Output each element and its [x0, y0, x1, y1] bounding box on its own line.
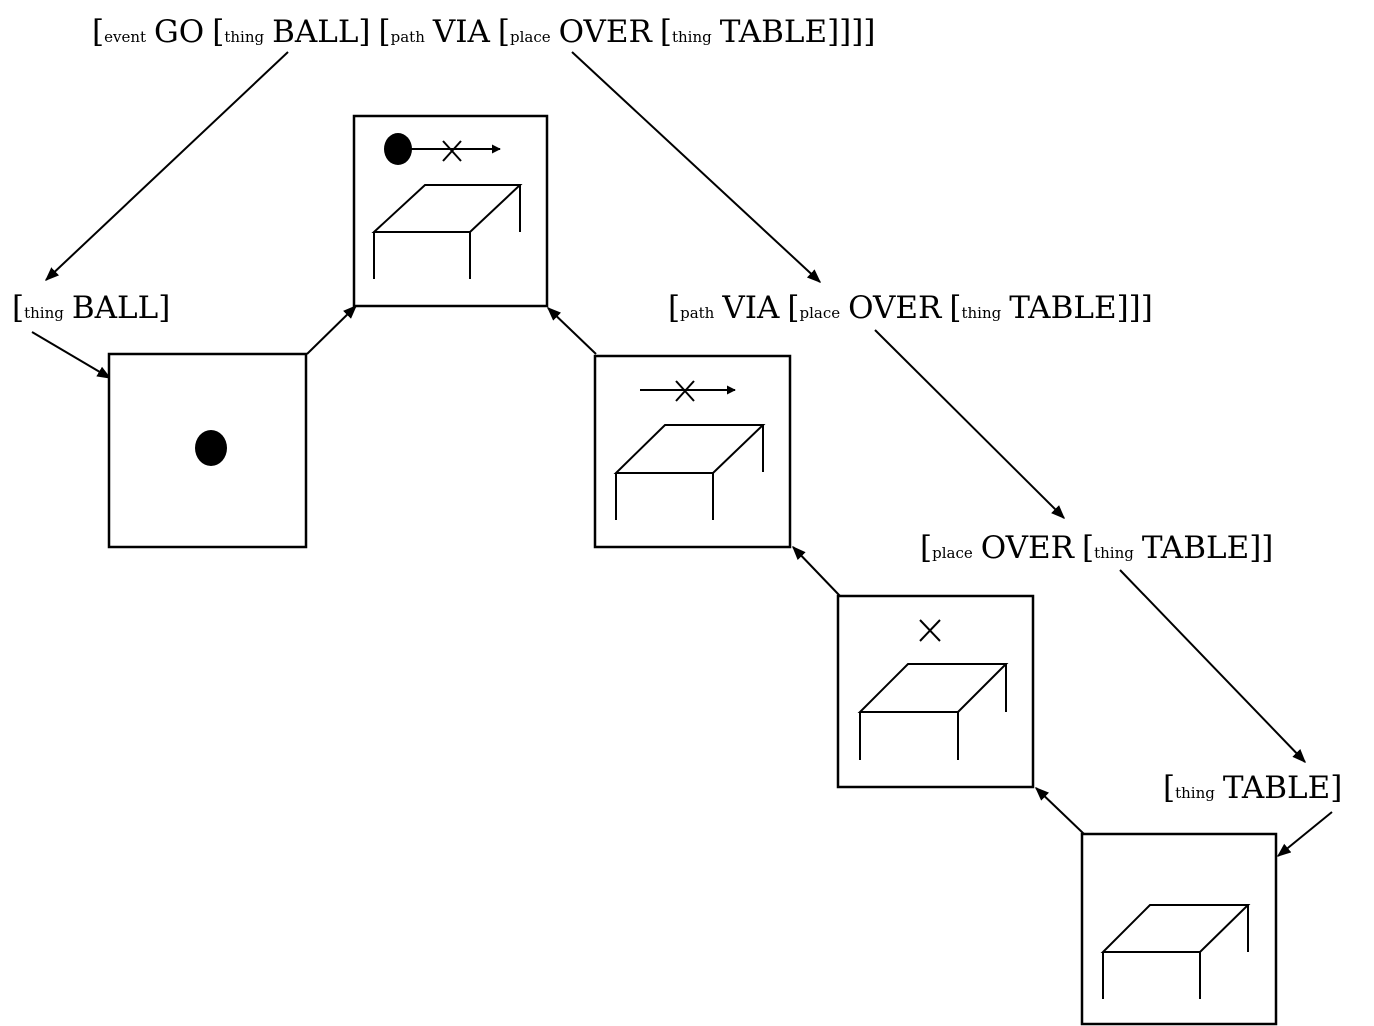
place-over-table-panel — [838, 596, 1033, 787]
path-via-over-table-panel — [595, 356, 790, 547]
path-to-go-arrow — [548, 308, 596, 354]
table-panel — [1082, 834, 1276, 1024]
go-ball-over-table-panel — [354, 116, 547, 306]
place-to-path-arrow — [793, 547, 840, 596]
path-to-place-arrow — [875, 330, 1064, 518]
ball-icon — [195, 430, 227, 466]
ball-to-go-arrow — [307, 306, 356, 354]
table-to-place-arrow — [1036, 788, 1084, 834]
place-to-table-arrow — [1120, 570, 1305, 762]
table-label-to-panel-arrow — [1278, 812, 1332, 856]
ball-label-to-panel-arrow — [32, 332, 110, 378]
event-to-ball-arrow — [46, 52, 288, 280]
ball-panel — [109, 354, 306, 547]
event-to-path-arrow — [572, 52, 820, 282]
